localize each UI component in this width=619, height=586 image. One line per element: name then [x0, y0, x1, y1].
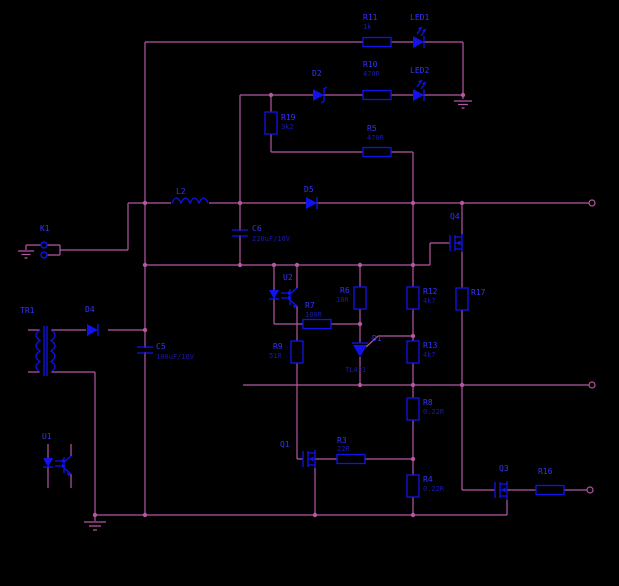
transistor-arrow-icon [292, 304, 297, 309]
resistor-R7[interactable]: R7 100R [302, 301, 332, 330]
transistor-arrow-icon [501, 487, 506, 493]
value-label: 100R [305, 311, 323, 319]
resistor-R17[interactable]: R17 [455, 287, 486, 311]
transformer-TR1[interactable]: TR1 [20, 306, 56, 376]
ref-label: Q4 [450, 212, 460, 221]
wire-nets [25, 41, 589, 521]
ref-label: U1 [42, 432, 52, 441]
ref-label: R6 [340, 286, 350, 295]
resistor-R5[interactable]: R5 470R [362, 124, 392, 158]
resistor-R10[interactable]: R10 470R [362, 60, 392, 101]
ref-label: K1 [40, 224, 50, 233]
ref-label: R8 [423, 398, 433, 407]
resistor-R11[interactable]: R11 1k [362, 13, 392, 48]
zener-diode-D2[interactable]: D2 [312, 69, 328, 104]
ref-label: U2 [283, 273, 293, 282]
terminal-pad-1[interactable] [588, 199, 596, 207]
ref-label: R7 [305, 301, 315, 310]
resistor-R16[interactable]: R16 [535, 467, 565, 496]
value-label: 0.22R [423, 485, 445, 493]
led-LED2[interactable]: LED2 [410, 66, 429, 101]
ref-label: LED2 [410, 66, 429, 75]
ref-label: D1 [372, 334, 382, 343]
ref-label: TR1 [20, 306, 35, 315]
value-label: 1k [363, 23, 372, 31]
ref-label: Q1 [280, 440, 290, 449]
value-label: 100uF/16V [156, 353, 195, 361]
ref-label: LED1 [410, 13, 429, 22]
led-arrows-icon [418, 27, 426, 33]
ref-label: R19 [281, 113, 296, 122]
resistor-R19[interactable]: R19 3k2 [264, 111, 296, 135]
resistor-R9[interactable]: R9 51R [269, 340, 304, 364]
ref-label: D5 [304, 185, 314, 194]
terminal-pad-2[interactable] [588, 381, 596, 389]
ref-label: D2 [312, 69, 322, 78]
value-label: 470R [363, 70, 381, 78]
junction-dots [92, 92, 466, 518]
resistor-R4[interactable]: R4 0.22R [406, 474, 445, 498]
transistor-Q4[interactable]: Q4 [449, 212, 463, 252]
value-label: 470R [367, 134, 385, 142]
ref-label: R16 [538, 467, 553, 476]
ref-label: R13 [423, 341, 438, 350]
optocoupler-U1[interactable]: U1 [42, 432, 72, 477]
ref-label: R12 [423, 287, 438, 296]
value-label: 10R [336, 296, 349, 304]
ground-symbol-bottom [84, 521, 106, 531]
value-label: 3k2 [281, 123, 294, 131]
value-label: 4k7 [423, 351, 436, 359]
value-label: 22R [337, 445, 350, 453]
ref-label: R4 [423, 475, 433, 484]
transistor-arrow-icon [456, 240, 461, 246]
value-label: 0.22R [423, 408, 445, 416]
value-label: 220uF/16V [252, 235, 291, 243]
led-LED1[interactable]: LED1 [410, 13, 429, 48]
resistor-R3[interactable]: R3 22R [336, 436, 366, 465]
ref-label: R10 [363, 60, 378, 69]
capacitor-C6[interactable]: C6 220uF/16V [232, 224, 291, 243]
ground-symbol-left [18, 250, 34, 259]
resistor-R13[interactable]: R13 4k7 [406, 340, 438, 364]
connector-K1[interactable]: K1 [40, 224, 50, 259]
diode-D5[interactable]: D5 [304, 185, 318, 209]
ref-label: R3 [337, 436, 347, 445]
transistor-Q3[interactable]: Q3 [494, 464, 509, 500]
ref-label: C6 [252, 224, 262, 233]
diode-D4[interactable]: D4 [85, 305, 99, 336]
resistor-R12[interactable]: R12 4k7 [406, 286, 438, 310]
transistor-arrow-icon [309, 456, 314, 462]
ref-label: L2 [176, 187, 186, 196]
inductor-L2[interactable]: L2 [171, 187, 209, 206]
resistor-R6[interactable]: R6 10R [336, 286, 367, 310]
resistor-R8[interactable]: R8 0.22R [406, 397, 445, 421]
value-label: 4k7 [423, 297, 436, 305]
ref-label: R5 [367, 124, 377, 133]
ref-label: C5 [156, 342, 166, 351]
transistor-arrow-icon [66, 472, 71, 477]
shunt-regulator-D1[interactable]: D1 TL431 [345, 334, 382, 374]
value-label: 51R [269, 352, 282, 360]
optocoupler-U2[interactable]: U2 [269, 273, 298, 309]
terminal-pad-3[interactable] [586, 486, 594, 494]
ref-label: R11 [363, 13, 378, 22]
ref-label: R9 [273, 342, 283, 351]
led-arrows-icon [418, 80, 426, 86]
transistor-Q1[interactable]: Q1 [280, 440, 316, 468]
ref-label: R17 [471, 288, 486, 297]
ref-label: D4 [85, 305, 95, 314]
capacitor-C5[interactable]: C5 100uF/16V [137, 342, 195, 361]
ref-label: Q3 [499, 464, 509, 473]
ground-symbol-top-right [454, 100, 472, 109]
value-label: TL431 [345, 366, 366, 374]
